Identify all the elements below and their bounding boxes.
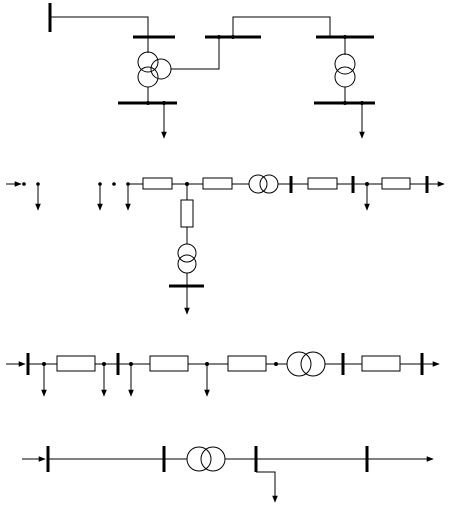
feeder-line: [50, 16, 149, 37]
tie-line: [232, 16, 331, 37]
transformer-symbol: [248, 174, 279, 194]
node: [274, 362, 278, 366]
source-node: [22, 182, 26, 186]
line-impedance: [381, 177, 411, 190]
line-impedance: [307, 177, 338, 190]
junction-dot: [343, 101, 347, 105]
line-impedance: [227, 355, 267, 372]
transformer-symbol-vertical: [177, 243, 197, 274]
line-impedance: [56, 355, 96, 372]
panel-radial-network-with-branch: [6, 174, 445, 315]
node: [112, 182, 116, 186]
transformer-symbol: [186, 446, 226, 472]
panel-series-network: [6, 351, 440, 397]
panel-three-winding-network: [48, 3, 375, 139]
line-impedance: [142, 177, 173, 190]
three-winding-transformer-symbol: [137, 51, 172, 88]
load-arrow: [256, 471, 278, 503]
tertiary-link: [171, 37, 220, 70]
line-impedance-vertical: [180, 199, 194, 228]
line-impedance: [149, 355, 189, 372]
junction-dot: [217, 35, 221, 39]
line-impedance: [361, 355, 401, 372]
two-winding-transformer-symbol: [334, 53, 356, 88]
transformer-symbol: [286, 351, 326, 377]
line-impedance: [202, 177, 233, 190]
junction-dot: [146, 101, 150, 105]
panel-simple-transmission: [22, 446, 434, 503]
